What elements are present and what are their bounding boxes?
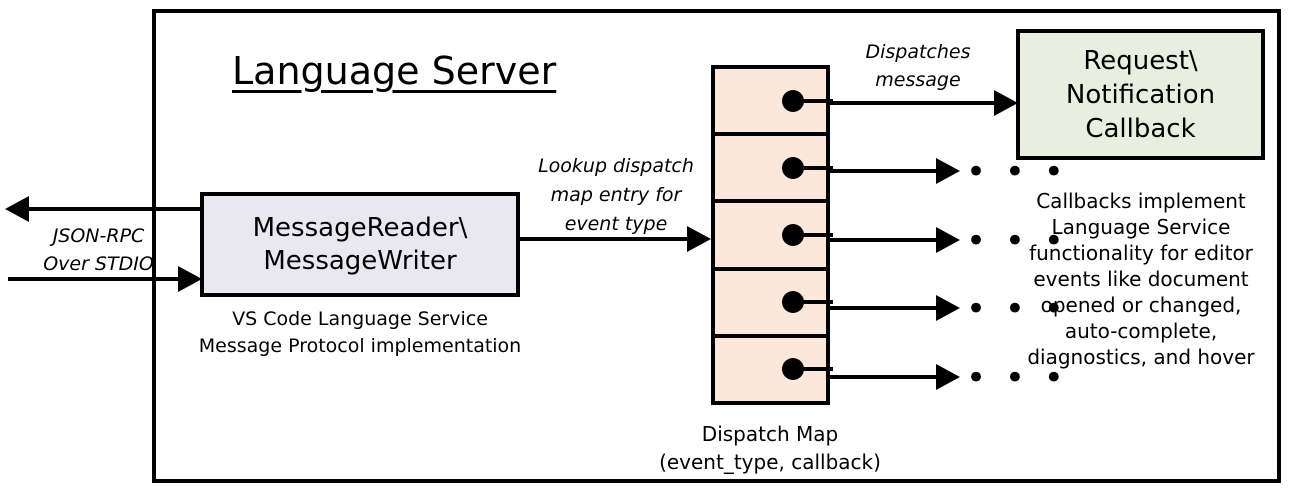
dispatch-row2-arrowhead (936, 158, 960, 184)
dispatch-map-row[interactable] (715, 203, 833, 271)
dispatch-map-caption-line1: Dispatch Map (701, 422, 839, 446)
lookup-arrow-line (520, 237, 687, 241)
message-io-line1: MessageReader\ (252, 212, 468, 243)
dispatch-message-label: Dispatches message (833, 38, 1003, 94)
lookup-label-line2: map entry for (550, 184, 682, 206)
language-server-boundary (152, 9, 1281, 483)
callback-caption-line3: functionality for editor (1029, 241, 1253, 265)
callback-pointer-stub (793, 98, 833, 103)
transport-label: JSON-RPC Over STDIO (16, 222, 181, 278)
transport-label-line2: Over STDIO (43, 253, 154, 275)
message-io-line2: MessageWriter (263, 245, 457, 276)
dispatch-map-row[interactable] (715, 136, 833, 204)
page-title: Language Server (232, 49, 557, 93)
dispatch-message-label-line2: message (875, 69, 961, 91)
dispatch-row5-ellipsis: • • • (966, 358, 1068, 398)
callback-pointer-stub (793, 233, 833, 237)
callback-pointer-stub (793, 165, 833, 170)
outbound-transport-line (29, 207, 209, 211)
dispatch-map-row[interactable] (715, 338, 833, 401)
inbound-transport-arrowhead (178, 266, 202, 292)
callback-box[interactable]: Request\ Notification Callback (1016, 29, 1265, 160)
message-io-caption-line1: VS Code Language Service (232, 308, 488, 330)
dispatch-map-row[interactable] (715, 69, 833, 137)
dispatch-row3-arrowhead (936, 227, 960, 253)
dispatch-map-caption: Dispatch Map (event_type, callback) (645, 420, 895, 476)
dispatch-map-row[interactable] (715, 271, 833, 338)
dispatch-message-label-line1: Dispatches (865, 41, 971, 63)
callback-caption-line7: diagnostics, and hover (1027, 345, 1255, 369)
callback-caption-line4: events like document (1033, 267, 1249, 291)
dispatch-map-caption-line2: (event_type, callback) (659, 450, 881, 474)
dispatch-row3-line (830, 238, 942, 242)
callback-caption-line1: Callbacks implement (1036, 189, 1246, 213)
dispatch-row4-line (830, 306, 942, 310)
message-io-box[interactable]: MessageReader\ MessageWriter (200, 192, 520, 297)
callback-caption-line6: auto-complete, (1064, 319, 1218, 343)
callback-pointer-stub (793, 300, 833, 305)
dispatch-map-table[interactable] (711, 65, 833, 405)
callback-line3: Callback (1085, 113, 1196, 144)
lookup-label: Lookup dispatch map entry for event type (520, 152, 712, 239)
dispatch-row1-arrowhead (994, 90, 1018, 116)
outbound-transport-arrowhead (5, 196, 29, 222)
dispatch-row4-arrowhead (936, 295, 960, 321)
lookup-arrowhead (687, 226, 711, 252)
dispatch-row1-line (830, 101, 1002, 105)
dispatch-row5-line (830, 375, 942, 379)
message-io-caption: VS Code Language Service Message Protoco… (190, 306, 530, 360)
callback-line1: Request\ (1083, 45, 1198, 76)
callback-caption-line5: opened or changed, (1040, 293, 1242, 317)
callback-caption-line2: Language Service (1051, 215, 1231, 239)
lookup-label-line1: Lookup dispatch (538, 155, 694, 177)
dispatch-row2-ellipsis: • • • (966, 152, 1068, 192)
transport-label-line1: JSON-RPC (52, 225, 145, 247)
callback-caption: Callbacks implement Language Service fun… (1012, 188, 1270, 370)
callback-line2: Notification (1065, 79, 1216, 110)
dispatch-row2-line (830, 169, 942, 173)
dispatch-row5-arrowhead (936, 364, 960, 390)
message-io-caption-line2: Message Protocol implementation (198, 335, 522, 357)
inbound-transport-line (8, 277, 180, 281)
lookup-label-line3: event type (564, 213, 668, 235)
callback-pointer-stub (793, 367, 833, 372)
